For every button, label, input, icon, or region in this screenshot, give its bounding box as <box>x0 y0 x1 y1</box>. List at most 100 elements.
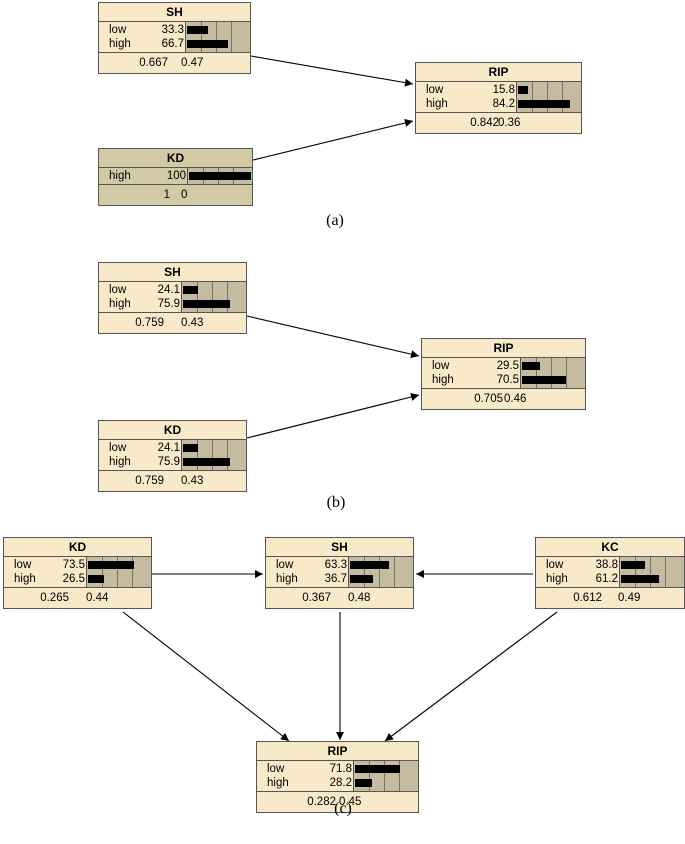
node-title: SH <box>99 3 250 22</box>
belief-bar-low <box>350 561 389 569</box>
edge-kc-to-rip <box>384 611 558 742</box>
state-row-low: low 63.3 <box>266 558 413 572</box>
belief-gridline <box>566 358 567 388</box>
node-mean: 0.265 <box>40 592 69 604</box>
belief-bar-box <box>86 557 151 587</box>
node-sd: 0 <box>181 189 188 201</box>
belief-bar-low <box>88 561 134 569</box>
node-sd: 0.45 <box>339 796 362 808</box>
state-value: 66.7 <box>161 38 184 50</box>
belief-gridline <box>216 22 217 52</box>
state-name: high <box>546 573 568 585</box>
belief-bar-high <box>183 300 230 308</box>
node-title: RIP <box>416 63 581 82</box>
node-title: SH <box>266 538 413 557</box>
belief-bar-low <box>518 86 528 94</box>
belief-bar-high <box>518 100 570 108</box>
node-sd: 0.46 <box>504 393 527 405</box>
edge-kd-to-rip <box>122 611 290 742</box>
state-row-low: low 29.5 <box>422 359 585 373</box>
state-value: 84.2 <box>492 98 515 110</box>
belief-bar-high <box>88 575 104 583</box>
state-value: 63.3 <box>324 559 347 571</box>
state-name: low <box>109 24 127 36</box>
belief-bar-high <box>350 575 373 583</box>
panel-caption: (b) <box>326 494 346 511</box>
state-value: 29.5 <box>496 360 519 372</box>
belief-gridline <box>532 82 533 112</box>
belief-bar-low <box>522 362 540 370</box>
state-value: 70.5 <box>496 374 519 386</box>
belief-gridline <box>227 282 228 312</box>
belief-bar-box <box>619 557 684 587</box>
belief-gridline <box>635 557 636 587</box>
edge-sh-to-rip <box>250 55 414 87</box>
node-mean: 0.759 <box>135 475 164 487</box>
panel-caption: (c) <box>334 800 352 817</box>
state-value: 33.3 <box>161 24 184 36</box>
belief-gridline <box>197 282 198 312</box>
node-mean: 0.759 <box>135 317 164 329</box>
belief-bar-high <box>183 458 230 466</box>
belief-bar-box <box>187 168 252 184</box>
node-title: KD <box>99 421 246 440</box>
state-name: low <box>109 442 127 454</box>
node-states: low 29.5 high 70.5 <box>422 358 585 389</box>
node-sd: 0.43 <box>181 475 204 487</box>
belief-bar-box <box>348 557 413 587</box>
state-value: 71.8 <box>329 763 352 775</box>
node-mean: 1 <box>163 189 170 201</box>
node-title: RIP <box>422 339 585 358</box>
node-title: KC <box>536 538 684 557</box>
edge-kd-to-rip <box>246 393 420 439</box>
state-name: low <box>276 559 294 571</box>
state-value: 100 <box>166 170 186 182</box>
belief-bar-high <box>189 172 251 180</box>
belief-gridline <box>117 557 118 587</box>
node-summary: 0.759 0.43 <box>99 471 246 491</box>
belief-gridline <box>212 440 213 470</box>
state-value: 75.9 <box>157 298 180 310</box>
state-value: 28.2 <box>329 777 352 789</box>
belief-gridline <box>551 358 552 388</box>
belief-bar-box <box>181 282 246 312</box>
state-name: low <box>432 360 450 372</box>
belief-gridline <box>394 557 395 587</box>
belief-bar-box <box>353 761 418 791</box>
state-name: high <box>14 573 36 585</box>
belief-bar-low <box>621 561 645 569</box>
belief-gridline <box>369 761 370 791</box>
belief-bar-high <box>522 376 566 384</box>
state-value: 24.1 <box>157 442 180 454</box>
state-name: high <box>432 374 454 386</box>
belief-gridline <box>364 557 365 587</box>
belief-bar-high <box>621 575 659 583</box>
